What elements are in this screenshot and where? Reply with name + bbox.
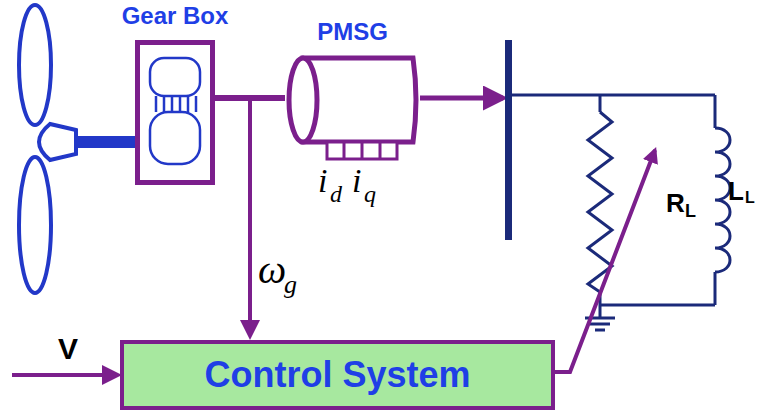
- signal-label: i: [318, 164, 327, 198]
- load-circuit: [512, 95, 730, 330]
- control-box: Control System: [120, 340, 555, 410]
- drive-shaft: [215, 95, 285, 101]
- gear-symbol: [150, 58, 200, 164]
- signal-label: V: [58, 334, 78, 364]
- control-output-arrow: [555, 150, 655, 372]
- signal-label: R: [666, 190, 685, 216]
- wind-turbine: [19, 5, 136, 293]
- generator-body: [285, 55, 420, 145]
- signal-label: q: [364, 182, 376, 206]
- gearbox-housing: [135, 40, 215, 185]
- signal-label: i: [352, 164, 361, 198]
- signal-label: L: [728, 178, 744, 204]
- gearbox-node: Gear Box: [105, 2, 245, 187]
- component-heading: PMSG: [317, 18, 388, 46]
- wind-speed-input-arrow: [12, 373, 118, 377]
- signal-label: L: [745, 190, 755, 206]
- signal-label: g: [284, 272, 297, 298]
- signal-label: L: [685, 202, 696, 220]
- bus-bar: [505, 40, 512, 240]
- generator-node: PMSG: [280, 18, 425, 163]
- control-label: Control System: [204, 354, 470, 396]
- generator-cylinder: [285, 55, 420, 165]
- signal-label: ω: [258, 250, 286, 290]
- speed-signal-arrow: [248, 98, 252, 336]
- component-heading: Gear Box: [122, 2, 229, 30]
- power-arrow: [420, 96, 503, 101]
- signal-label: d: [330, 182, 342, 206]
